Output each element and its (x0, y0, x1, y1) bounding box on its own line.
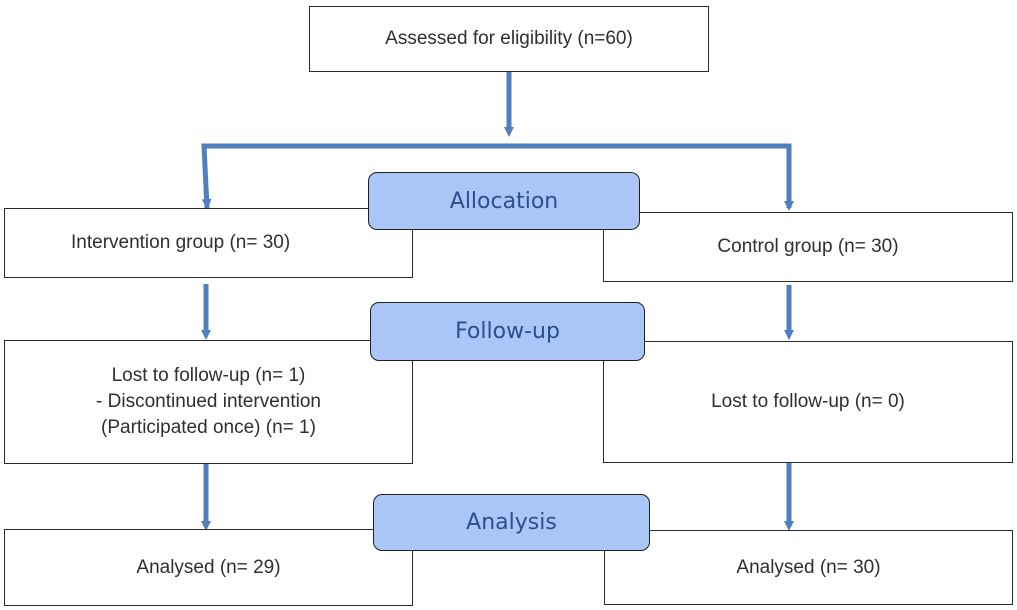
intervention-group-label: Intervention group (n= 30) (71, 232, 291, 253)
analysis-stage-label: Analysis (466, 510, 557, 535)
split-connector (201, 143, 792, 209)
intervention-analysed-box: Analysed (n= 29) (4, 529, 413, 606)
intervention-analysed-label: Analysed (n= 29) (136, 556, 281, 578)
control-lost-label: Lost to follow-up (n= 0) (711, 391, 905, 412)
control-analysed-label: Analysed (n= 30) (736, 556, 881, 578)
follow-up-stage-label: Follow-up (455, 319, 560, 344)
eligibility-label: Assessed for eligibility (n=60) (385, 28, 633, 49)
arrow-to-intervention (201, 189, 212, 209)
control-analysed-box: Analysed (n= 30) (604, 530, 1013, 605)
intervention-group-box: Intervention group (n= 30) (4, 208, 413, 278)
allocation-stage-label: Allocation (449, 188, 559, 214)
intervention-lost-line-2: - Discontinued intervention (96, 391, 321, 412)
control-group-label: Control group (n= 30) (717, 236, 899, 257)
intervention-lost-box: Lost to follow-up (n= 1) - Discontinued … (4, 340, 413, 464)
intervention-lost-line-1: Lost to follow-up (n= 1) (111, 365, 306, 386)
intervention-lost-line-3: (Participated once) (n= 1) (101, 417, 316, 438)
control-lost-box: Lost to follow-up (n= 0) (603, 341, 1013, 463)
analysis-stage: Analysis (373, 494, 650, 551)
allocation-stage: Allocation (368, 172, 640, 230)
follow-up-stage: Follow-up (370, 302, 645, 361)
eligibility-box: Assessed for eligibility (n=60) (309, 6, 709, 72)
control-group-box: Control group (n= 30) (603, 212, 1013, 282)
